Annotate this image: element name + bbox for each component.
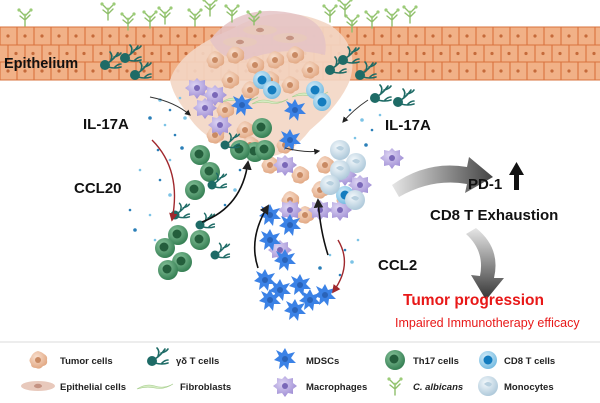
cd8-t-cell	[313, 93, 331, 111]
candida-cell	[321, 3, 339, 23]
ccl20-label: CCL20	[74, 180, 122, 197]
mdsc-icon	[274, 348, 296, 370]
legend-monocytes: Monocytes	[504, 382, 554, 393]
mdsc-migration-arrow-right	[313, 198, 329, 256]
candida-cell	[16, 7, 34, 27]
monocyte-cell	[330, 140, 350, 160]
th17-cell	[158, 260, 178, 280]
progression-arrow-right	[392, 157, 493, 197]
epithelial-cell	[273, 33, 307, 43]
legend-cd8-t-cells: CD8 T cells	[504, 356, 555, 367]
mdsc-migration-arrow-left	[253, 204, 270, 269]
tumor-cell	[291, 166, 310, 184]
impaired-immunotherapy-label: Impaired Immunotherapy efficacy	[395, 316, 580, 330]
macrophage-arrow	[284, 147, 321, 155]
ccl2-label: CCL2	[378, 257, 417, 274]
legend-gamma-delta-t-cells: γδ T cells	[176, 356, 219, 367]
pd1-label: PD-1	[468, 176, 502, 193]
mdsc-cell	[254, 269, 276, 291]
mdsc-cell	[289, 274, 311, 296]
candida-cell	[141, 9, 159, 29]
epithelial-cell	[223, 37, 257, 47]
candida-cell	[363, 9, 381, 29]
up-arrow-icon	[509, 162, 524, 190]
legend-mdscs: MDSCs	[306, 356, 339, 367]
cd8-t-cell-icon	[479, 351, 497, 369]
il17a-label-right: IL-17A	[385, 117, 431, 134]
candida-cell	[186, 7, 204, 27]
macrophage-icon	[273, 376, 297, 397]
legend-th17-cells: Th17 cells	[413, 356, 459, 367]
candida-cell	[401, 4, 419, 24]
progression-arrow-down	[466, 228, 504, 300]
th17-cell	[252, 118, 272, 138]
ccl20-gradient-arrow	[151, 139, 178, 222]
candida-cell	[336, 0, 354, 17]
macrophage-cell	[380, 148, 404, 169]
legend-fibroblasts: Fibroblasts	[180, 382, 231, 393]
monocyte-icon	[478, 376, 498, 396]
cd8-exhaustion-label: CD8 T Exhaustion	[430, 207, 558, 224]
th17-cell	[230, 140, 250, 160]
monocyte-cell	[345, 190, 365, 210]
cd8-t-cell	[263, 81, 281, 99]
mdsc-cell	[274, 249, 296, 271]
gamma-delta-t-cell	[369, 84, 392, 104]
fibroblast-icon	[136, 383, 174, 390]
th17-cell-icon	[385, 350, 405, 370]
gamma-delta-t-cell	[392, 88, 415, 108]
legend: Tumor cells γδ T cells MDSCs Th17 cells …	[0, 341, 600, 397]
th17-cell	[155, 238, 175, 258]
tumor-progression-label: Tumor progression	[403, 292, 544, 309]
candida-cell	[156, 5, 174, 25]
th17-cell	[190, 230, 210, 250]
gd-to-tumor-arrow	[149, 96, 191, 116]
chemokine-dots	[128, 96, 382, 277]
mdsc-cell	[299, 289, 321, 311]
epithelial-cell	[243, 25, 277, 35]
il17a-label-left: IL-17A	[83, 116, 129, 133]
legend-tumor-cells: Tumor cells	[60, 356, 113, 367]
th17-migration-arrow	[201, 160, 252, 223]
candida-cell	[201, 0, 219, 17]
candida-cell	[99, 1, 117, 21]
gd-to-monocyte-arrow	[342, 99, 369, 123]
monocyte-cell	[320, 175, 340, 195]
legend-c-albicans: C. albicans	[413, 382, 463, 393]
th17-cell	[255, 140, 275, 160]
legend-epithelial-cells: Epithelial cells	[60, 382, 126, 393]
th17-cell	[190, 145, 210, 165]
legend-macrophages: Macrophages	[306, 382, 367, 393]
candida-icon	[386, 376, 404, 396]
mdsc-cell	[284, 299, 306, 321]
th17-cell	[200, 162, 220, 182]
tumor-cell-icon	[29, 351, 48, 369]
candida-cell	[383, 7, 401, 27]
th17-cell	[185, 180, 205, 200]
ccl2-gradient-arrow	[332, 239, 346, 294]
gamma-delta-t-cell-icon	[146, 347, 169, 367]
gamma-delta-t-cell	[209, 242, 231, 261]
epithelial-cell-icon	[21, 381, 55, 391]
epithelium-label: Epithelium	[4, 56, 78, 72]
